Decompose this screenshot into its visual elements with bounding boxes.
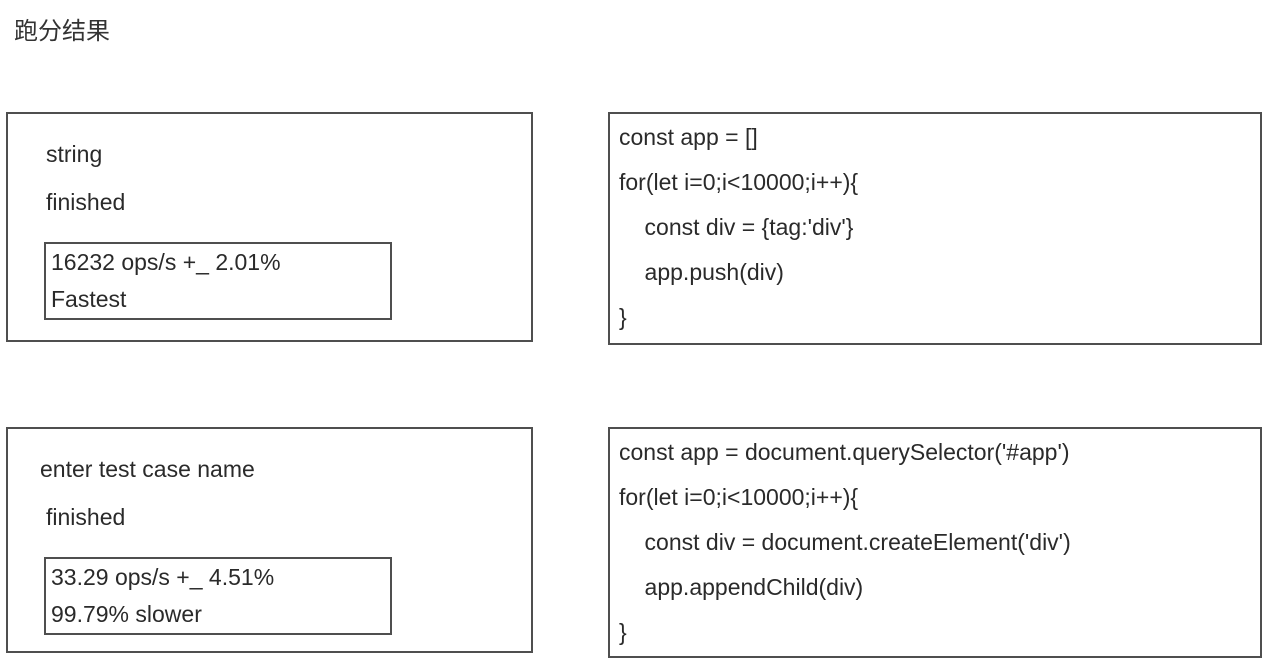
code-block[interactable]: const app = [] for(let i=0;i<10000;i++){… [619,124,859,330]
code-editor-test1[interactable]: const app = [] for(let i=0;i<10000;i++){… [608,112,1262,345]
test-case-name-input[interactable]: string [46,141,103,167]
score-value: 33.29 ops/s +_ 4.51% [51,564,275,590]
score-value: 16232 ops/s +_ 2.01% [51,249,281,275]
score-box: 16232 ops/s +_ 2.01% Fastest [44,242,392,320]
test-case-name-input[interactable]: enter test case name [40,456,255,482]
test-case-status: finished [46,504,126,530]
result-card-test1: string finished 16232 ops/s +_ 2.01% Fas… [6,112,533,342]
code-block[interactable]: const app = document.querySelector('#app… [619,439,1071,645]
score-box: 33.29 ops/s +_ 4.51% 99.79% slower [44,557,392,635]
score-verdict: 99.79% slower [51,601,202,627]
test-case-status: finished [46,189,126,215]
page-title: 跑分结果 [14,18,110,45]
score-verdict: Fastest [51,286,127,312]
code-editor-test2[interactable]: const app = document.querySelector('#app… [608,427,1262,658]
result-card-test2: enter test case name finished 33.29 ops/… [6,427,533,653]
